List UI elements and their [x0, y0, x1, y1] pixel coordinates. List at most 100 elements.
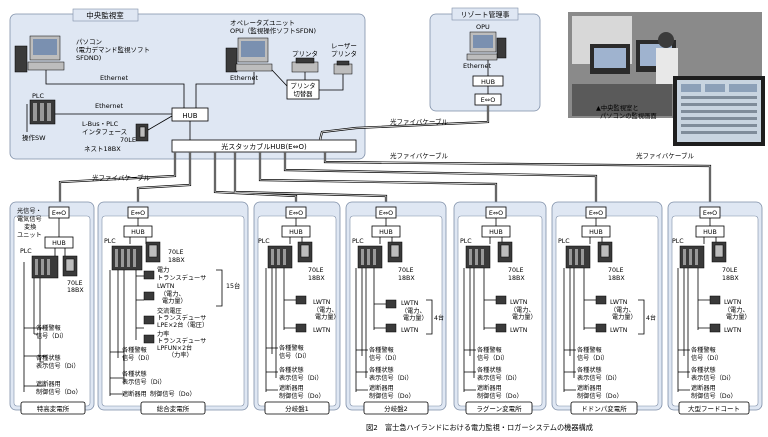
nest-device [62, 255, 78, 277]
station-dodonpa: E⇔O HUB PLC 70LE 18BX LWTN （電力、 電力量） LWT… [551, 201, 663, 415]
eo-box: E⇔O [127, 206, 149, 219]
pc-label-2: (電力デマンド監視ソフト [76, 45, 150, 54]
svg-text:LPFUN×2台: LPFUN×2台 [157, 344, 192, 352]
svg-text:遮断器用: 遮断器用 [279, 384, 304, 392]
svg-text:LWTN: LWTN [313, 327, 331, 334]
ethernet-label-1: Ethernet [100, 74, 128, 82]
svg-text:（電力、: （電力、 [510, 306, 535, 314]
fiber-label-2: 光ファイバケーブル [390, 151, 448, 160]
svg-text:トランスデューサ: トランスデューサ [157, 314, 206, 322]
remote-opu-label: OPU [476, 23, 490, 31]
svg-text:PLC: PLC [352, 238, 364, 245]
svg-text:電気信号: 電気信号 [17, 215, 42, 223]
svg-text:トランスデューサ: トランスデューサ [157, 337, 206, 345]
svg-text:PLC: PLC [672, 238, 684, 245]
fiber-cables [58, 105, 712, 206]
remote-hub-box: HUB [472, 75, 504, 87]
svg-text:LWTN: LWTN [510, 299, 528, 306]
svg-text:表示信号（Di）: 表示信号（Di） [577, 374, 621, 382]
central-hub-box: HUB [171, 107, 209, 122]
svg-text:LWTN: LWTN [401, 300, 419, 307]
svg-text:遮断器用: 遮断器用 [577, 384, 602, 392]
svg-text:制御信号（Do）: 制御信号（Do） [279, 392, 325, 400]
svg-text:表示信号（Di）: 表示信号（Di） [279, 374, 323, 382]
hub-box: HUB [44, 236, 74, 249]
opu-label-2: OPU（監視操作ソフトSFDN) [230, 26, 316, 35]
svg-text:交流電圧: 交流電圧 [157, 307, 182, 315]
svg-text:PLC: PLC [558, 238, 570, 245]
svg-text:（電力、: （電力、 [610, 306, 635, 314]
plc-rack [565, 245, 591, 269]
svg-text:18BX: 18BX [508, 275, 525, 282]
svg-text:LWTN: LWTN [313, 299, 331, 306]
laser-printer-icon [333, 60, 353, 75]
svg-text:各種警報: 各種警報 [691, 346, 716, 354]
printer-icon [291, 57, 319, 73]
svg-text:HUB: HUB [489, 229, 503, 236]
svg-text:変換: 変換 [24, 223, 37, 231]
eo-box: E⇔O [485, 206, 507, 219]
svg-text:E⇔O: E⇔O [289, 210, 303, 217]
svg-text:制御信号（Do）: 制御信号（Do） [369, 392, 415, 400]
svg-text:LWTN: LWTN [724, 327, 742, 334]
svg-text:遮断器用: 遮断器用 [369, 384, 394, 392]
nest-label: ネスト18BX [84, 145, 121, 153]
svg-text:70LE: 70LE [308, 267, 324, 274]
svg-text:電力量）: 電力量） [612, 313, 637, 321]
svg-text:LPE×2台（電圧）: LPE×2台（電圧） [157, 321, 208, 329]
svg-text:各種状態: 各種状態 [279, 366, 304, 374]
svg-text:力率: 力率 [157, 330, 169, 338]
svg-text:E⇔O: E⇔O [589, 210, 603, 217]
svg-text:（電力、: （電力、 [401, 307, 426, 315]
svg-text:電力量）: 電力量） [315, 313, 340, 321]
svg-text:各種状態: 各種状態 [369, 366, 394, 374]
svg-text:制御信号（Do）: 制御信号（Do） [691, 392, 737, 400]
hub-box: HUB [123, 225, 153, 238]
op-sw-label: 操作SW [22, 133, 46, 142]
station-foodcourt: E⇔O HUB PLC 70LE 18BX LWTN （電力、 電力量） LWT… [667, 201, 763, 415]
plc-rack [31, 255, 59, 279]
pc-label-3: SFDND) [76, 54, 101, 62]
pc-label-1: パソコン [76, 38, 102, 46]
svg-text:18BX: 18BX [168, 257, 185, 264]
svg-text:70LE: 70LE [508, 267, 524, 274]
svg-text:LWTN: LWTN [610, 327, 628, 334]
svg-text:70LE: 70LE [67, 280, 83, 287]
svg-text:遮断器用: 遮断器用 [36, 380, 61, 388]
station-bunki1: E⇔O HUB PLC 70LE 18BX LWTN （電力、 電力量） LWT… [253, 201, 341, 415]
eo-box: E⇔O [585, 206, 607, 219]
eo-box: E⇔O [375, 206, 397, 219]
central-plc-rack [29, 99, 56, 125]
svg-text:各種警報: 各種警報 [122, 346, 147, 354]
svg-text:各種警報: 各種警報 [36, 324, 61, 332]
svg-text:制御信号（Do）: 制御信号（Do） [577, 392, 623, 400]
figure-caption: 図2 富士急ハイランドにおける電力監視・ロガーシステムの機器構成 [366, 423, 593, 432]
eo-box: E⇔O [699, 206, 721, 219]
svg-text:PLC: PLC [20, 248, 32, 255]
hub-box: HUB [371, 225, 401, 238]
plc-rack [267, 245, 293, 269]
svg-text:18BX: 18BX [67, 287, 84, 294]
central-room-title: 中央監視室 [86, 10, 124, 20]
svg-text:信号（Di）: 信号（Di） [369, 354, 400, 362]
station-name: 分岐盤1 [285, 404, 309, 413]
remote-room-panel: リゾート管理事 [429, 7, 541, 112]
svg-text:トランスデューサ: トランスデューサ [157, 274, 206, 282]
svg-text:信号（Di）: 信号（Di） [691, 354, 722, 362]
svg-text:LWTN: LWTN [157, 283, 175, 290]
svg-text:70LE: 70LE [722, 267, 738, 274]
svg-text:HUB: HUB [131, 229, 145, 236]
hub-box: HUB [281, 225, 311, 238]
station-name: 分岐盤2 [384, 404, 408, 413]
remote-ethernet-label: Ethernet [463, 62, 491, 70]
svg-text:HUB: HUB [182, 112, 197, 120]
central-room-panel: 中央監視室 [9, 8, 366, 160]
station-name: ドドンパ変電所 [581, 404, 627, 413]
optical-stackable-hub: 光スタッカブルHUB(E⇔O) [171, 139, 357, 153]
nest-device [597, 241, 613, 263]
svg-text:HUB: HUB [703, 229, 717, 236]
svg-text:E⇔O: E⇔O [131, 210, 145, 217]
printer-label: プリンタ [292, 49, 318, 58]
svg-text:電力量）: 電力量） [403, 314, 428, 322]
